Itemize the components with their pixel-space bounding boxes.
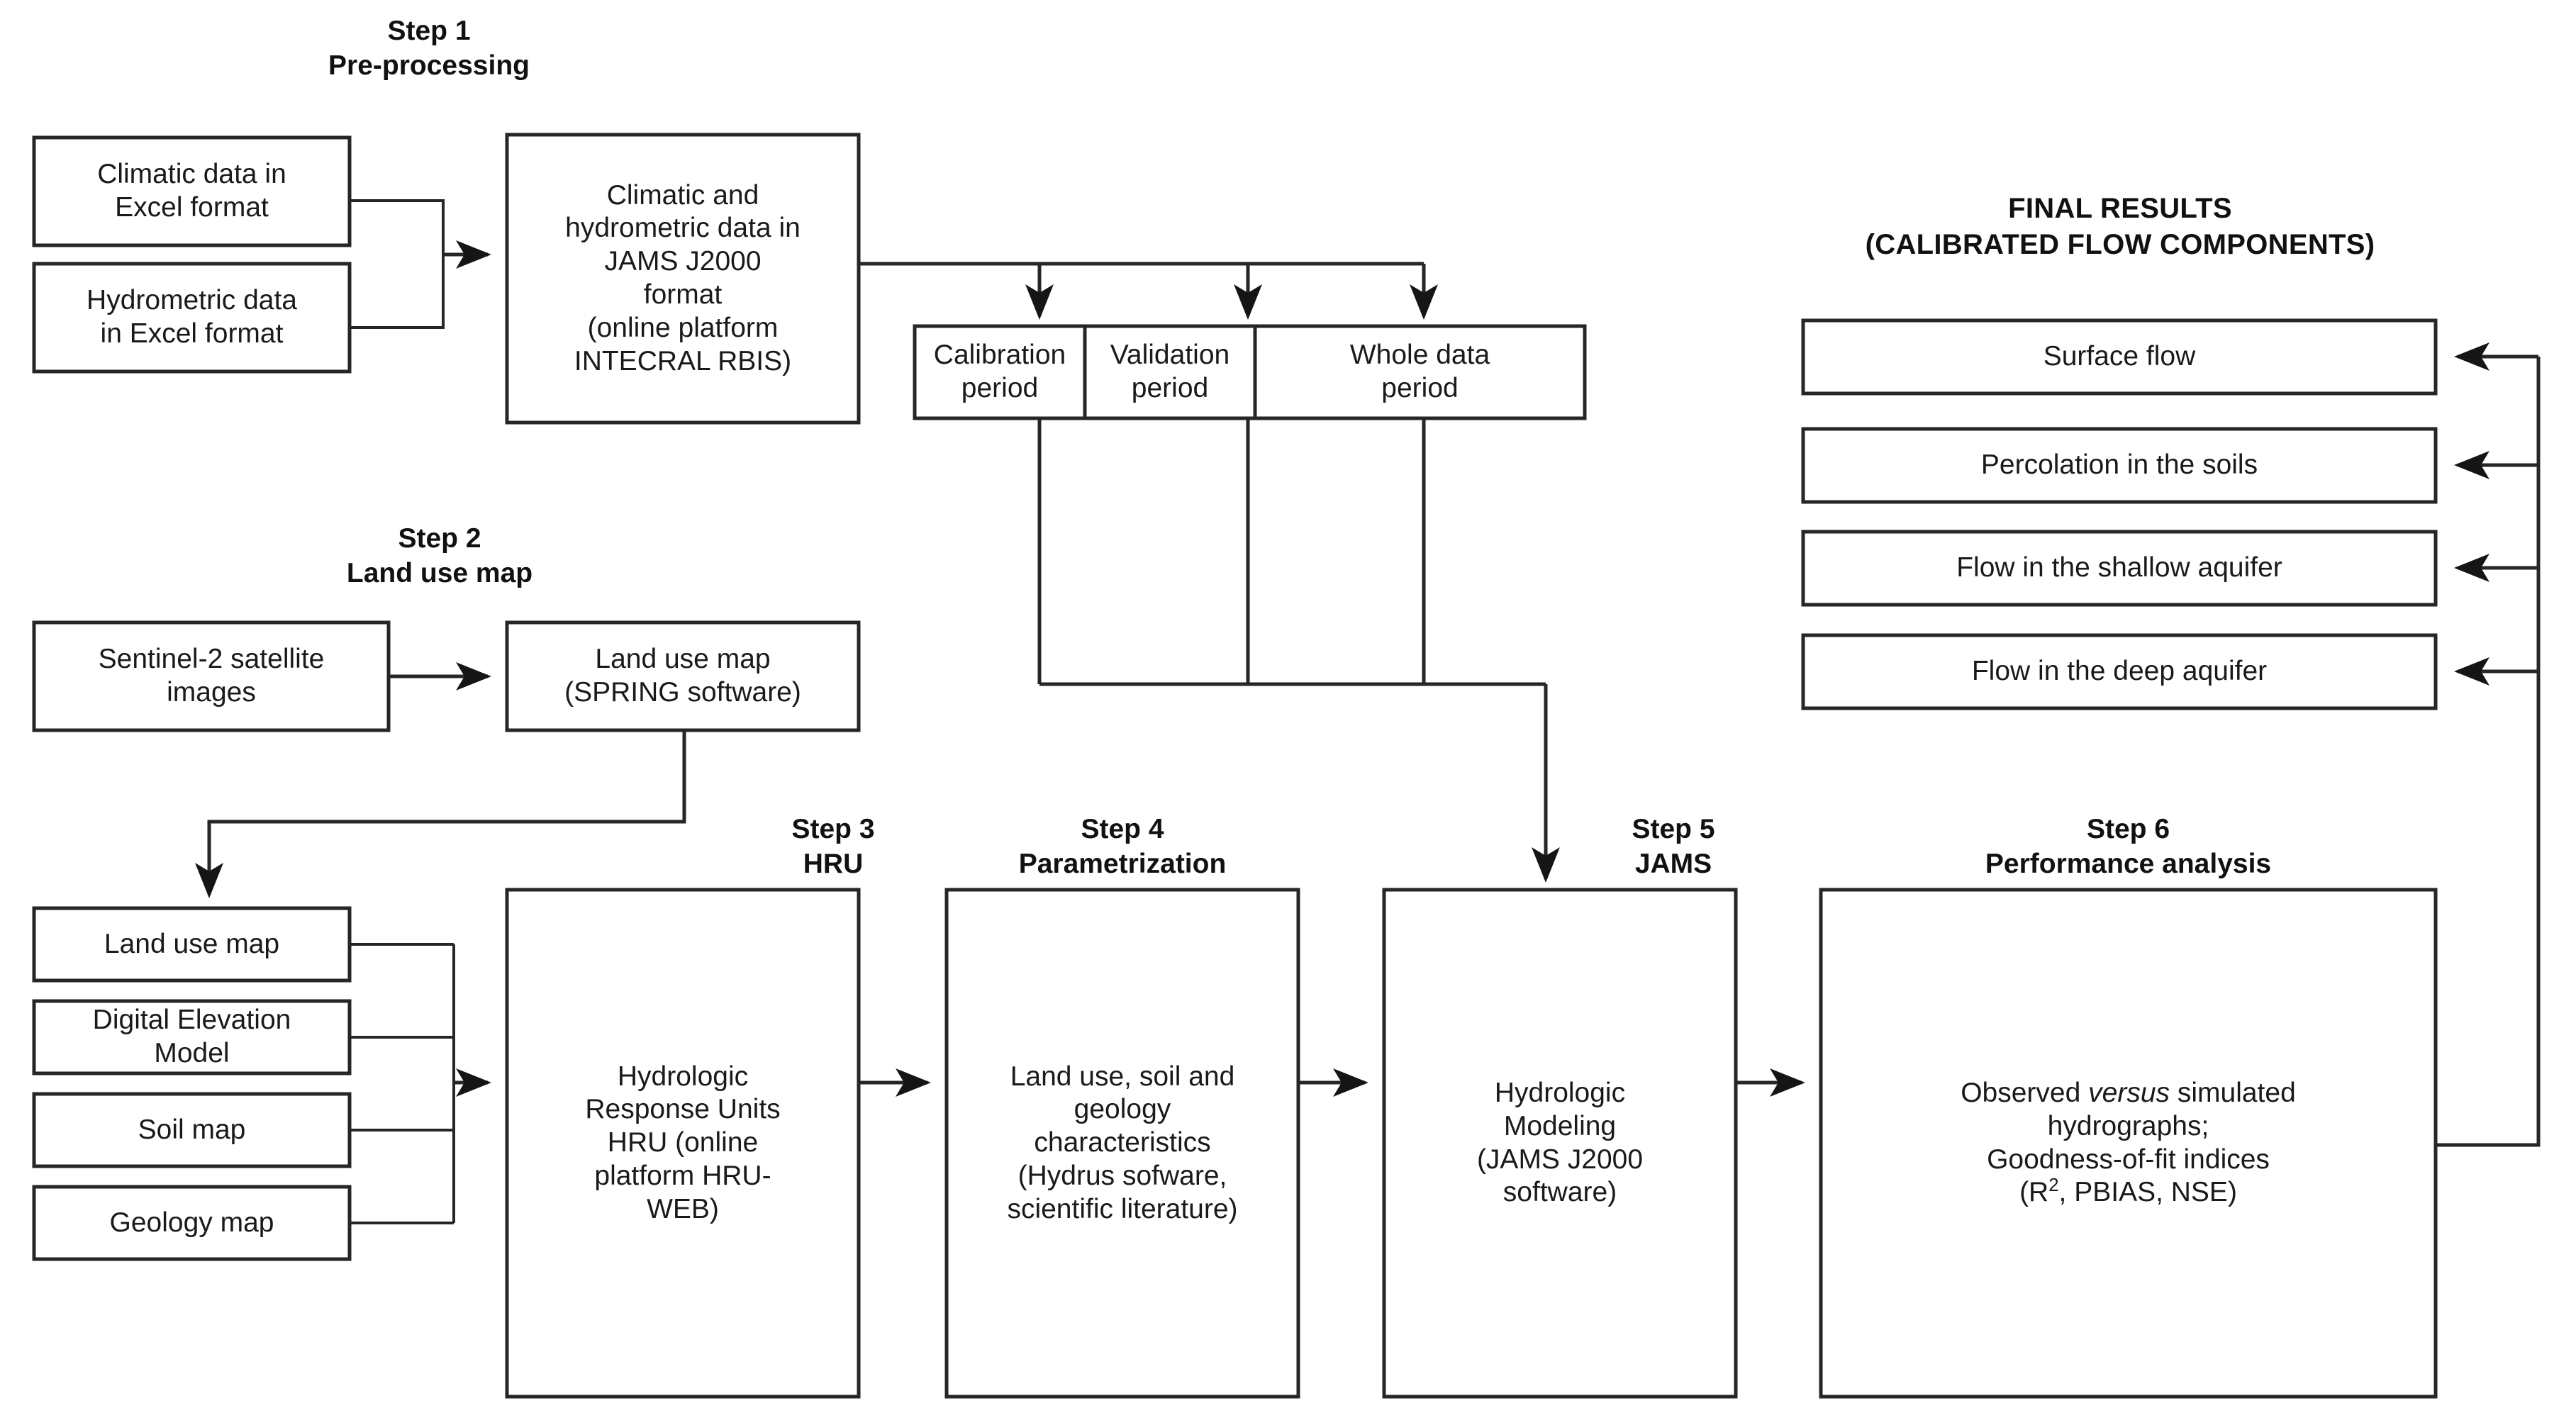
box-whole-data-period <box>1253 324 1587 420</box>
box-land-use-map <box>32 906 352 983</box>
box-parametrization <box>944 888 1300 1399</box>
box-calibration-period <box>913 324 1087 420</box>
conn-hydrometric-to-merge <box>350 255 445 329</box>
box-jams-modeling <box>1382 888 1738 1399</box>
box-validation-period <box>1083 324 1257 420</box>
box-hru <box>505 888 861 1399</box>
box-hydrometric-data <box>32 262 352 374</box>
box-geology-map <box>32 1185 352 1261</box>
box-result-flow-deep-aquifer <box>1801 633 2438 710</box>
conn-climatic-to-merge <box>350 199 445 255</box>
box-jams-format <box>505 133 861 425</box>
box-performance-analysis <box>1819 888 2438 1399</box>
box-dem <box>32 999 352 1075</box>
box-climatic-data <box>32 135 352 247</box>
conn-spring-to-landuse <box>195 730 686 898</box>
box-result-percolation-soils <box>1801 427 2438 504</box>
box-soil-map <box>32 1092 352 1168</box>
box-sentinel-images <box>32 620 391 732</box>
box-result-surface-flow <box>1801 318 2438 396</box>
box-result-flow-shallow-aquifer <box>1801 530 2438 607</box>
conn-performance-feedback-riser <box>2436 357 2541 1147</box>
box-land-use-map-spring <box>505 620 861 732</box>
